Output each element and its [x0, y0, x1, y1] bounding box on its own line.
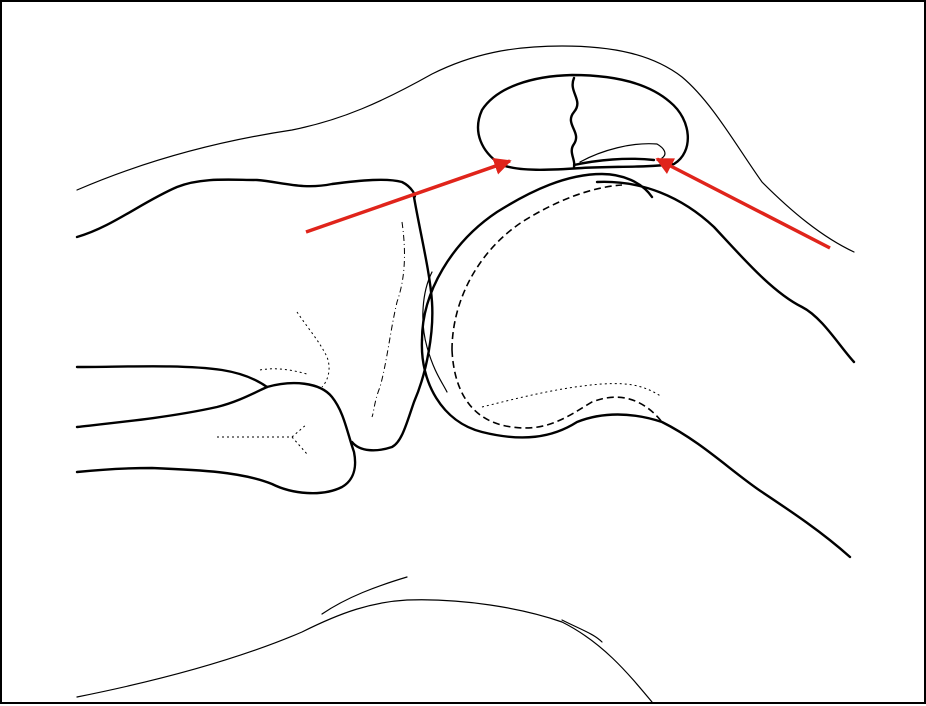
- fibula-dotted-top: [260, 369, 307, 374]
- condyle-dotted-arc: [482, 384, 662, 407]
- femur-upper-outline: [77, 180, 415, 237]
- condyle-dashed-lower: [452, 350, 662, 428]
- patella-lower-fragment: [574, 159, 654, 165]
- calf-right-line: [562, 620, 602, 642]
- left-arrow: [306, 161, 510, 232]
- tibia-dashdot: [372, 222, 404, 417]
- calf-inner-line: [322, 577, 407, 614]
- femoral-condyle-lower: [422, 340, 850, 557]
- fibula-head: [77, 383, 355, 493]
- patella-fracture-line: [571, 78, 577, 167]
- tibia-posterior-outline: [597, 182, 854, 362]
- fibula-lower: [77, 387, 267, 427]
- tibia-dotted: [297, 312, 329, 387]
- condyle-dashed-inner: [452, 185, 622, 350]
- fibula-upper: [77, 366, 267, 387]
- patella: [478, 75, 688, 170]
- fibula-dotted-inner: [217, 424, 307, 454]
- tibia-plateau: [352, 197, 432, 450]
- calf-outline: [77, 600, 652, 702]
- skin-outline-top: [77, 46, 854, 252]
